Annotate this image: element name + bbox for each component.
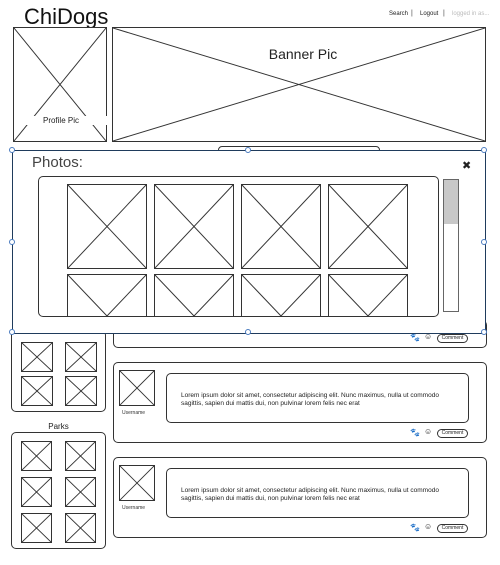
image-placeholder-icon [242,275,320,316]
resize-handle[interactable] [9,147,15,153]
photos-grid [38,176,439,317]
gallery-thumbnail[interactable] [65,342,97,372]
image-placeholder-icon [66,343,96,371]
photo-thumbnail[interactable] [328,274,408,316]
resize-handle[interactable] [9,329,15,335]
resize-handle[interactable] [481,239,487,245]
post-username[interactable]: Username [122,505,146,511]
resize-handle[interactable] [245,147,251,153]
post-text: Lorem ipsum dolor sit amet, consectetur … [181,392,439,407]
park-thumbnail[interactable] [21,477,52,507]
resize-handle[interactable] [245,329,251,335]
comment-button[interactable]: Comment [437,334,468,343]
nav-separator: | [411,10,413,17]
park-thumbnail[interactable] [65,513,96,543]
image-placeholder-icon [66,514,95,542]
image-placeholder-icon [68,185,146,268]
nav-separator: | [443,10,445,17]
park-thumbnail[interactable] [21,441,52,471]
post-avatar[interactable] [119,465,155,501]
post-text: Lorem ipsum dolor sit amet, consectetur … [181,487,439,502]
photos-scrollbar[interactable] [443,179,459,312]
image-placeholder-icon [120,466,154,500]
profile-pic-label: Profile Pic [14,116,108,125]
resize-handle[interactable] [481,329,487,335]
park-thumbnail[interactable] [21,513,52,543]
image-placeholder-icon [329,275,407,316]
post-card: Username Lorem ipsum dolor sit amet, con… [113,457,487,538]
photo-thumbnail[interactable] [241,274,321,316]
site-title: ChiDogs [24,4,109,29]
image-placeholder-icon [22,377,52,405]
photo-thumbnail[interactable] [154,274,234,316]
image-placeholder-icon [66,442,95,470]
image-placeholder-icon [22,478,51,506]
image-placeholder-icon [155,185,233,268]
smiley-icon[interactable]: ☺ [424,332,433,341]
paw-icon[interactable]: 🐾 [410,428,420,437]
comment-button[interactable]: Comment [437,524,468,533]
image-placeholder-icon [329,185,407,268]
photos-modal-title: Photos: [32,154,83,171]
banner-pic-label: Banner Pic [243,46,363,62]
post-card: Username Lorem ipsum dolor sit amet, con… [113,362,487,443]
image-placeholder-icon [22,442,51,470]
logged-in-status: logged in as... [452,11,490,17]
post-text-box: Lorem ipsum dolor sit amet, consectetur … [166,468,469,518]
image-placeholder-icon [120,371,154,405]
close-icon[interactable]: ✖ [462,160,472,172]
image-placeholder-icon [242,185,320,268]
post-avatar[interactable] [119,370,155,406]
banner-pic: Banner Pic [112,27,486,142]
parks-panel [11,432,106,549]
nav-logout-link[interactable]: Logout [420,11,439,17]
park-thumbnail[interactable] [65,441,96,471]
image-placeholder-icon [155,275,233,316]
resize-handle[interactable] [9,239,15,245]
photo-thumbnail[interactable] [67,184,147,269]
paw-icon[interactable]: 🐾 [410,523,420,532]
photo-thumbnail[interactable] [67,274,147,316]
image-placeholder-icon [66,478,95,506]
gallery-thumbnail[interactable] [21,376,53,406]
scrollbar-thumb[interactable] [444,180,458,224]
photo-thumbnail[interactable] [241,184,321,269]
resize-handle[interactable] [481,147,487,153]
gallery-thumbnail[interactable] [65,376,97,406]
parks-heading: Parks [48,422,69,431]
comment-button[interactable]: Comment [437,429,468,438]
smiley-icon[interactable]: ☺ [424,427,433,436]
photos-modal: Photos: ✖ [9,147,487,335]
photo-thumbnail[interactable] [328,184,408,269]
smiley-icon[interactable]: ☺ [424,522,433,531]
photo-gallery-panel [11,330,106,412]
gallery-thumbnail[interactable] [21,342,53,372]
nav-search-link[interactable]: Search [389,11,409,17]
image-placeholder-icon [22,514,51,542]
image-placeholder-icon [68,275,146,316]
park-thumbnail[interactable] [65,477,96,507]
profile-pic[interactable]: Profile Pic [13,27,108,142]
image-placeholder-icon [22,343,52,371]
post-username[interactable]: Username [122,410,146,416]
photo-thumbnail[interactable] [154,184,234,269]
image-placeholder-icon [113,28,485,141]
paw-icon[interactable]: 🐾 [410,333,420,342]
image-placeholder-icon [66,377,96,405]
post-text-box: Lorem ipsum dolor sit amet, consectetur … [166,373,469,423]
